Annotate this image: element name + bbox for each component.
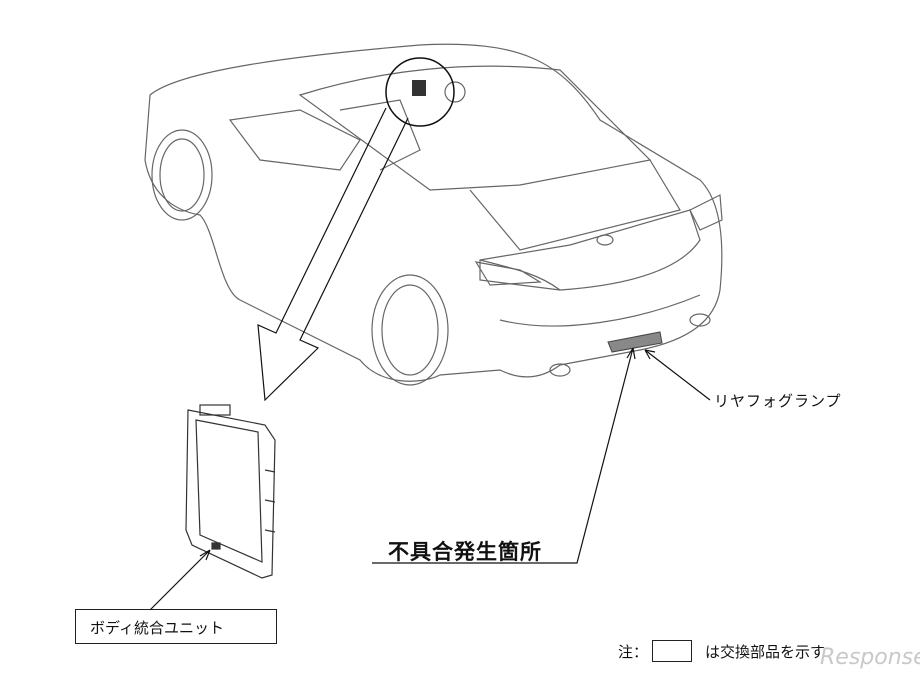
fog-lamp-leader-line [644, 349, 711, 401]
note-legend-box [652, 640, 692, 662]
body-integrated-unit-label: ボディ統合ユニット [90, 619, 224, 637]
rear-fog-lamp-part [607, 331, 663, 353]
defect-location-leader-line [372, 347, 634, 564]
bcm-leader-line [149, 549, 211, 611]
car-outline [144, 43, 723, 386]
bcm-small-icon [412, 80, 426, 96]
zoom-arrow [257, 107, 409, 402]
defect-location-label: 不具合発生箇所 [388, 540, 542, 564]
note-prefix: 注： [618, 643, 649, 661]
rear-fog-lamp-label: リヤフォグランプ [714, 392, 842, 410]
bcm-label-box [75, 609, 277, 644]
note-text: は交換部品を示す [705, 643, 826, 661]
bcm-location-circle [385, 57, 455, 127]
watermark-logo: Response. [820, 645, 920, 670]
body-integrated-unit-drawing [185, 404, 276, 579]
